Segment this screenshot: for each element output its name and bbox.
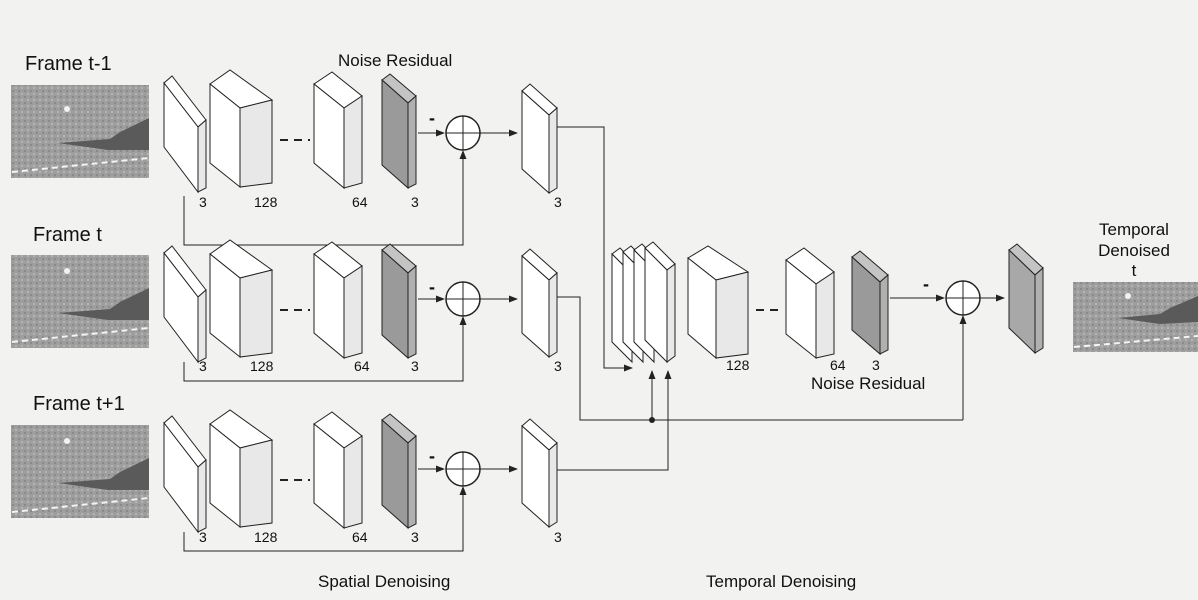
frame-label: Frame t-1 [25,53,112,75]
residual-block-3 [381,413,417,530]
conv-block-3 [163,415,207,534]
temporal-residual-block-3 [851,250,889,356]
output-label-line: Temporal [1099,220,1169,239]
row-frame-t-plus-1: Frame t+1 3 128 64 [11,393,562,552]
channel-label: 3 [199,358,207,374]
temporal-sum-node-icon [945,280,981,316]
channel-label: 3 [554,529,562,545]
channel-label: 3 [554,358,562,374]
frame-thumbnail [11,255,150,348]
channel-label: 128 [254,529,278,545]
sum-node-icon [445,451,481,487]
minus-sign: - [429,108,435,128]
conv-block-3 [163,245,207,364]
concatenated-frames-stack [611,241,676,364]
noise-residual-heading: Noise Residual [338,51,452,70]
channel-label: 3 [411,529,419,545]
residual-block-3 [381,73,417,190]
frame-thumbnail [11,85,150,178]
row-frame-t: Frame t 3 128 64 [11,224,562,382]
minus-sign: - [923,274,929,294]
conv-block-64 [313,241,363,360]
frame-label: Frame t+1 [33,393,125,415]
conv-block-128 [209,239,274,359]
channel-label: 128 [250,358,274,374]
output-label-line: t [1132,261,1137,280]
denoised-output-block [521,248,558,359]
channel-label: 3 [199,529,207,545]
minus-sign: - [429,277,435,297]
channel-label: 64 [354,358,370,374]
denoised-output-block [521,83,558,195]
channel-label: 128 [726,357,750,373]
temporal-denoising-heading: Temporal Denoising [706,572,856,591]
sum-node-icon [445,281,481,317]
frame-thumbnail [11,425,150,518]
conv-block-64 [313,411,363,530]
temporal-conv-block-64 [785,247,835,360]
sum-node-icon [445,115,481,151]
channel-label: 3 [872,357,880,373]
output-thumbnail [1073,282,1198,352]
channel-label: 3 [411,194,419,210]
channel-label: 64 [352,194,368,210]
channel-label: 64 [352,529,368,545]
conv-block-64 [313,71,363,190]
spatial-denoising-heading: Spatial Denoising [318,572,450,591]
channel-label: 3 [411,358,419,374]
temporal-conv-block-128 [687,245,750,360]
conv-block-3 [163,75,207,194]
conv-block-128 [209,409,274,529]
frame-label: Frame t [33,224,102,246]
residual-block-3 [381,243,417,360]
temporal-output-block [1008,243,1044,355]
temporal-noise-residual-label: Noise Residual [811,374,925,393]
temporal-input-routing [557,126,967,471]
denoised-output-block [521,418,558,529]
channel-label: 128 [254,194,278,210]
row-frame-t-minus-1: Frame t-1 3 128 [11,53,562,246]
output-label-line: Denoised [1098,241,1170,260]
channel-label: 64 [830,357,846,373]
channel-label: 3 [199,194,207,210]
conv-block-128 [209,69,274,189]
channel-label: 3 [554,194,562,210]
minus-sign: - [429,446,435,466]
